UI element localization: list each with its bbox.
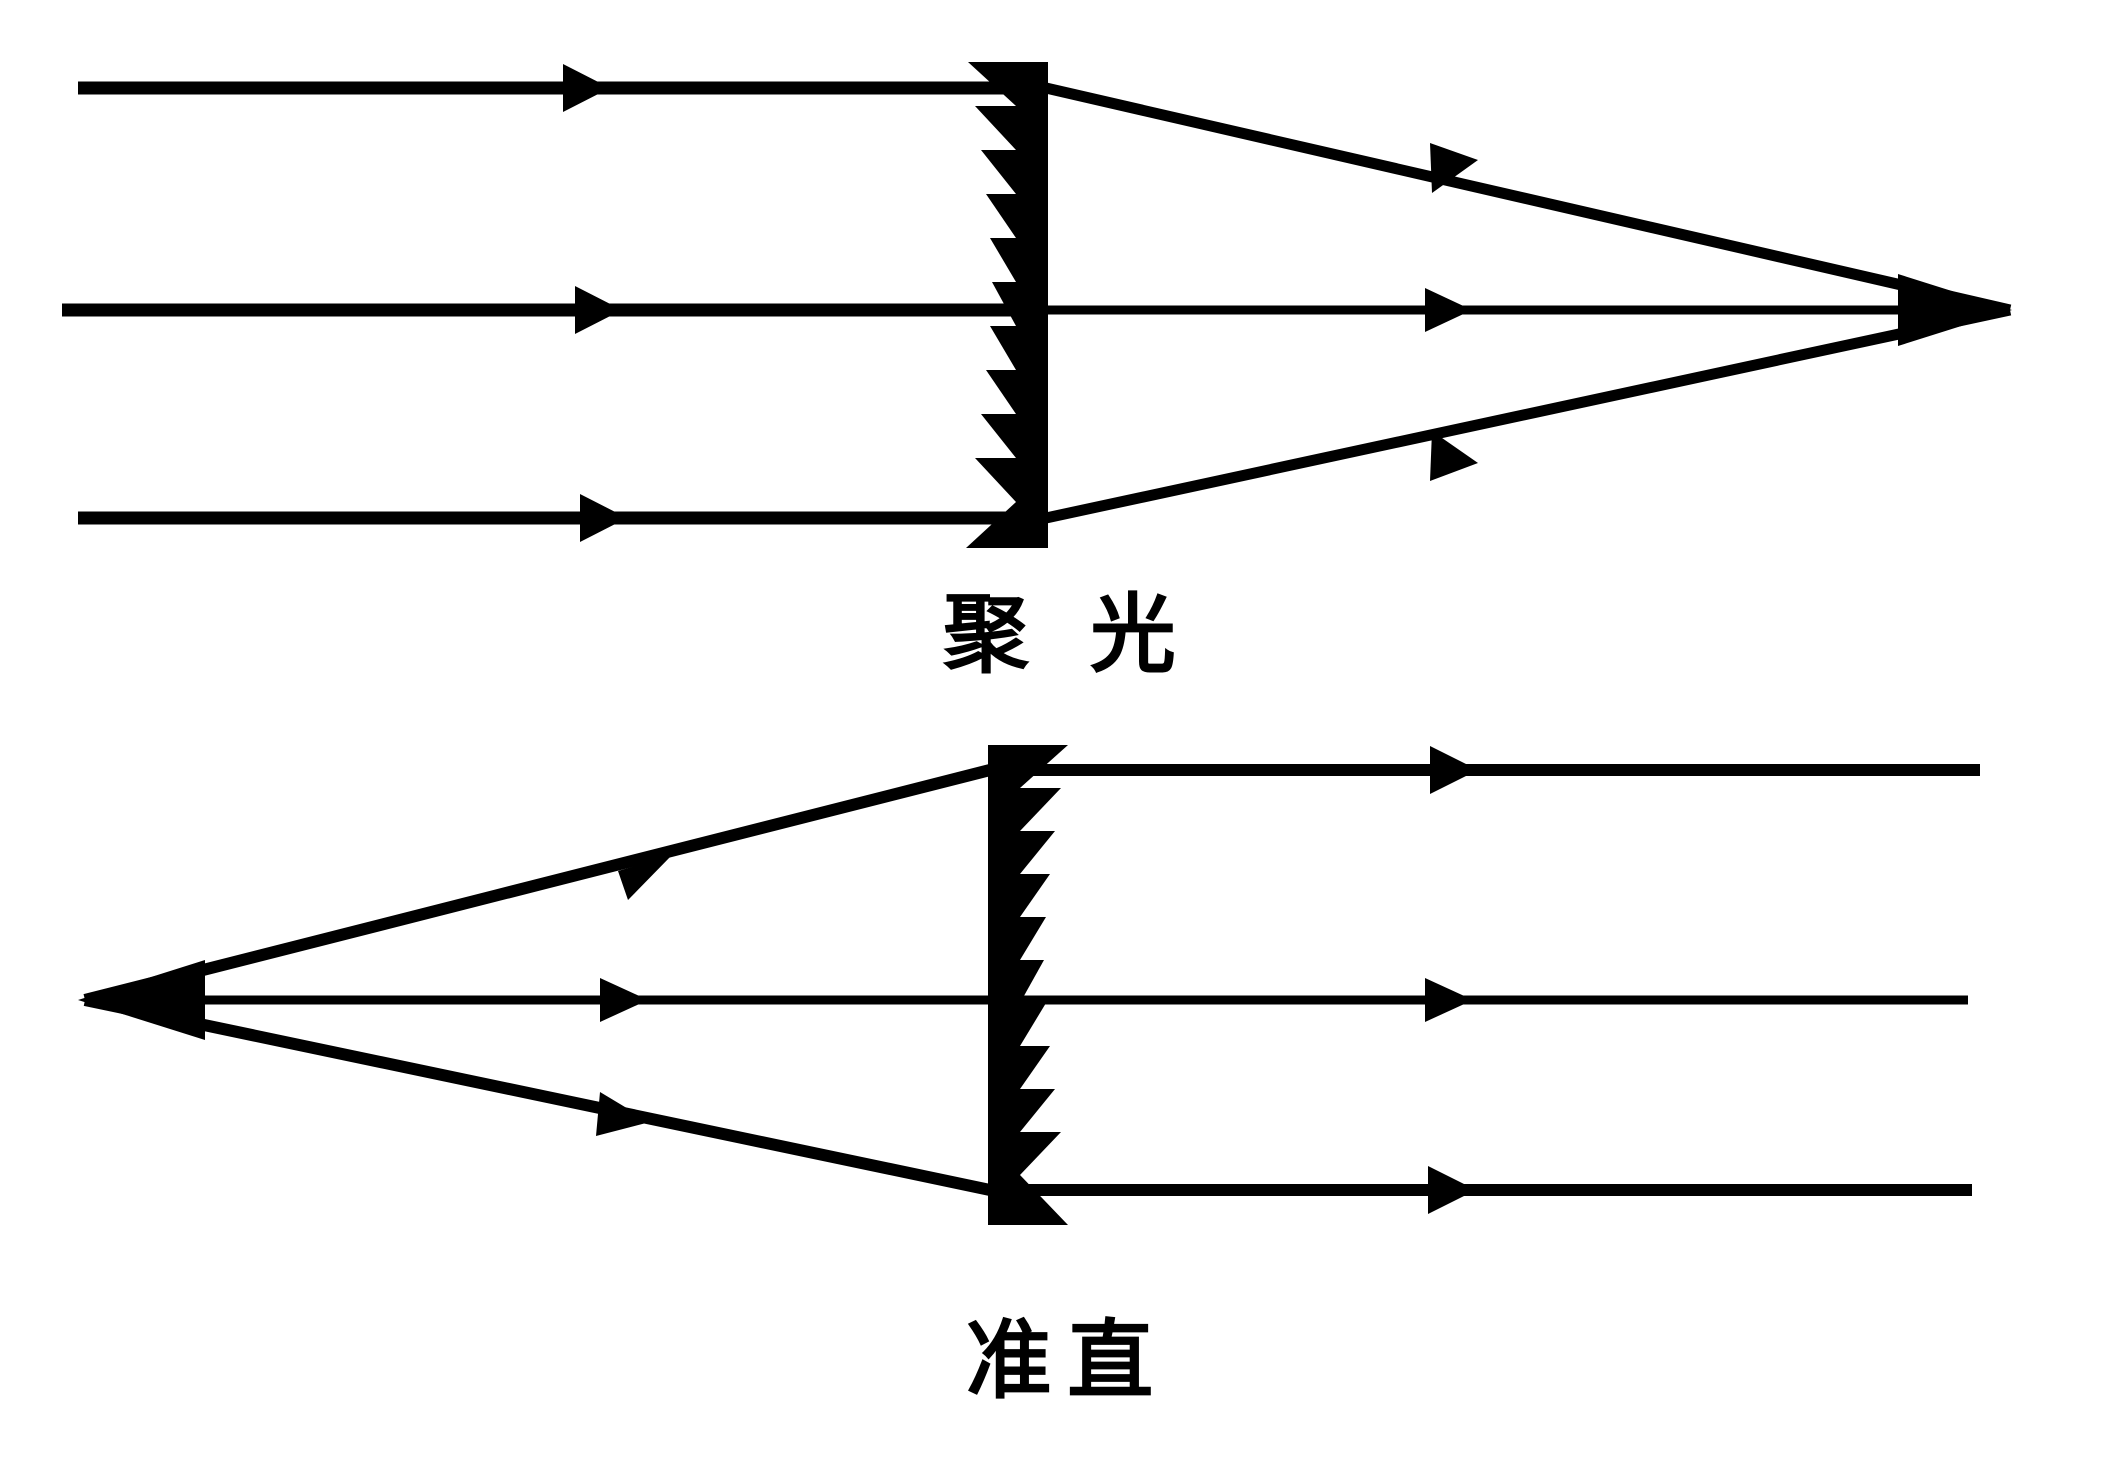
focal-point-tip [1898, 274, 2012, 346]
outgoing-parallel-rays [1018, 746, 1980, 1214]
ray-bottom-parallel-arrowhead [1428, 1166, 1476, 1214]
fresnel-lens-collimate [988, 745, 1068, 1225]
lens-groove-teeth [966, 62, 1016, 548]
ray-middle-diverging-arrowhead [600, 978, 648, 1022]
lens-bottom-cap [988, 1202, 1020, 1225]
ray-top-converging-arrowhead [1430, 143, 1478, 193]
lens-body [988, 745, 1020, 1225]
lens-top-cap [988, 745, 1020, 768]
incoming-parallel-rays [62, 64, 1014, 542]
lens-top-cap [1016, 62, 1048, 84]
ray-bottom-diverging-arrowhead [596, 1092, 650, 1136]
ray-bottom-arrowhead [580, 494, 627, 542]
ray-bottom-converging-arrowhead [1430, 431, 1478, 481]
incoming-diverging-rays [83, 764, 992, 1196]
outgoing-converging-rays [1044, 82, 2012, 524]
ray-top-parallel-arrowhead [1430, 746, 1478, 794]
ray-bottom-converging [1044, 304, 2012, 524]
lens-bottom-cap [1016, 524, 1048, 548]
panel-caption-focus: 聚 光 [943, 585, 1192, 685]
ray-top-converging [1044, 82, 2012, 316]
ray-top-diverging-arrowhead [618, 855, 672, 900]
fresnel-lens-focus [966, 62, 1048, 548]
lens-groove-teeth [1020, 745, 1068, 1225]
panel-collimate [78, 745, 1980, 1225]
panel-focus [62, 62, 2012, 548]
lens-body [1016, 62, 1048, 548]
ray-bottom-diverging [83, 994, 992, 1196]
ray-middle-parallel-arrowhead [1425, 978, 1473, 1022]
ray-top-diverging [83, 764, 992, 1006]
ray-top-arrowhead [563, 64, 610, 112]
ray-middle-converging-arrowhead [1425, 288, 1472, 332]
panel-caption-collimate: 准直 [965, 1311, 1169, 1411]
ray-middle-arrowhead [575, 286, 622, 334]
